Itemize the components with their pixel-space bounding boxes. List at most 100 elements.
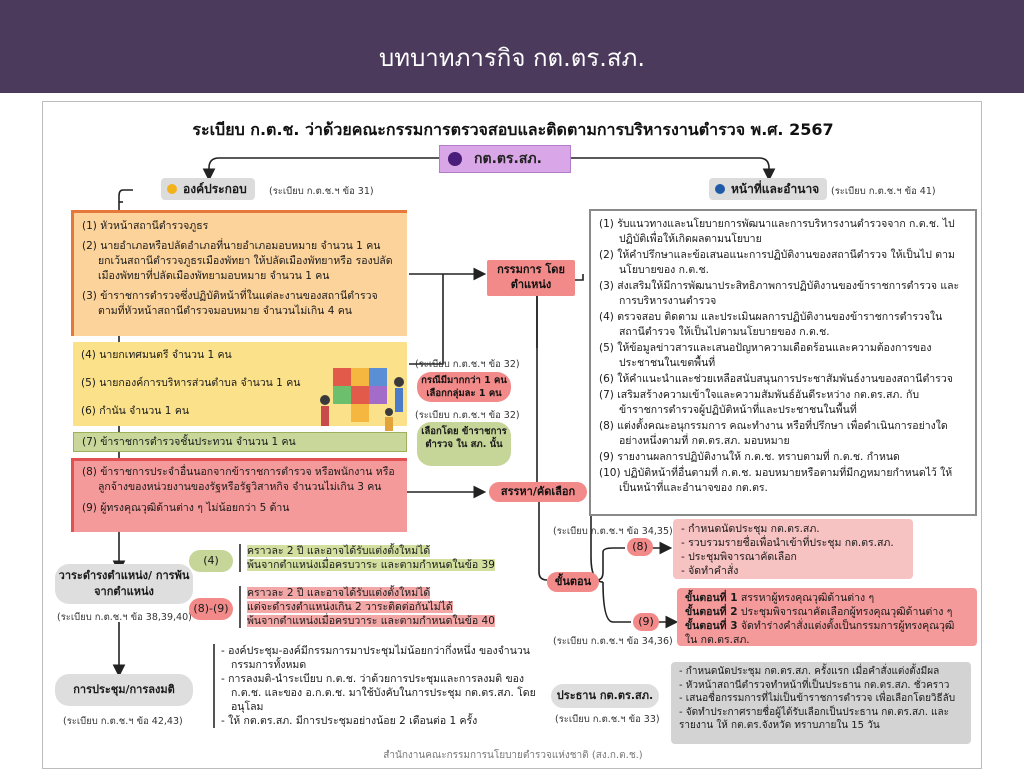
composition-note: (ระเบียบ ก.ต.ช.ฯ ข้อ 31): [269, 186, 374, 197]
composition-item: (6) กำนัน จำนวน 1 คน: [81, 405, 190, 417]
composition-group-3: (7) ข้าราชการตำรวจชั้นประทวน จำนวน 1 คน: [73, 432, 407, 452]
step-9-step: ขั้นตอนที่ 3: [685, 620, 738, 632]
duty-item: (6) ให้คำแนะนำและช่วยเหลือสนับสนุนการประ…: [599, 373, 953, 385]
steps-label: ขั้นตอน: [554, 575, 592, 588]
duty-item: (5) ให้ข้อมูลข่าวสารและเสนอปัญหาความเดือ…: [599, 342, 932, 369]
meeting-note: (ระเบียบ ก.ต.ช.ฯ ข้อ 42,43): [63, 716, 183, 727]
composition-tag: องค์ประกอบ: [161, 178, 255, 200]
steps-note-8: (ระเบียบ ก.ต.ช.ฯ ข้อ 34,35): [553, 526, 673, 537]
step-8-item: - รวบรวมรายชื่อเพื่อนำเข้าที่ประชุม กต.ต…: [681, 537, 894, 549]
multiple-case-pill: กรณีมีมากกว่า 1 คน เลือกกลุ่มละ 1 คน: [417, 372, 511, 402]
elect-by-police-pill: เลือกโดย ข้าราชการตำรวจ ใน สภ. นั้น: [417, 422, 511, 466]
term-text-89: คราวละ 2 ปี และอาจได้รับแต่งตั้งใหม่ได้ …: [239, 586, 519, 628]
step-9-row: ขั้นตอนที่ 2 ประชุมพิจารณาคัดเลือกผู้ทรง…: [685, 605, 969, 619]
composition-item: (5) นายกองค์การบริหารส่วนตำบล จำนวน 1 คน: [81, 377, 301, 389]
composition-group-4: (8) ข้าราชการประจำอื่นนอกจากข้าราชการตำร…: [71, 458, 407, 532]
header-banner: บทบาทภารกิจ กต.ตร.สภ.: [0, 0, 1024, 93]
step-9-text: ประชุมพิจารณาคัดเลือกผู้ทรงคุณวุฒิด้านต่…: [737, 606, 953, 618]
center-badge: กต.ตร.สภ.: [439, 145, 571, 173]
composition-tag-label: องค์ประกอบ: [183, 182, 247, 196]
term-box: วาระดำรงตำแหน่ง/ การพ้นจากตำแหน่ง: [55, 564, 193, 604]
position-note-1: (ระเบียบ ก.ต.ช.ฯ ข้อ 32): [415, 359, 520, 370]
chair-item: - จัดทำประกาศรายชื่อผู้ได้รับเลือกเป็นปร…: [679, 706, 949, 732]
diagram-sheet: ระเบียบ ก.ต.ช. ว่าด้วยคณะกรรมการตรวจสอบแ…: [42, 101, 982, 769]
term-pill-4: (4): [189, 550, 233, 572]
duties-tag-label: หน้าที่และอำนาจ: [731, 182, 820, 196]
page-title: บทบาทภารกิจ กต.ตร.สภ.: [379, 44, 645, 72]
duties-tag: หน้าที่และอำนาจ: [709, 178, 828, 200]
duty-item: (7) เสริมสร้างความเข้าใจและความสัมพันธ์อ…: [599, 389, 920, 416]
duties-box: (1) รับแนวทางและนโยบายการพัฒนาและการบริห…: [589, 209, 977, 516]
chair-item: - หัวหน้าสถานีตำรวจทำหน้าที่เป็นประธาน ก…: [679, 679, 950, 691]
meeting-details: - องค์ประชุม-องค์มีกรรมการมาประชุมไม่น้อ…: [213, 644, 549, 728]
term-text-4: คราวละ 2 ปี และอาจได้รับแต่งตั้งใหม่ได้ …: [239, 544, 519, 572]
composition-item: (3) ข้าราชการตำรวจซึ่งปฏิบัติหน้าที่ในแต…: [82, 290, 378, 317]
chair-label: ประธาน กต.ตร.สภ.: [556, 689, 654, 702]
duty-item: (8) แต่งตั้งคณะอนุกรรมการ คณะทำงาน หรือท…: [599, 420, 948, 447]
composition-item: (1) หัวหน้าสถานีตำรวจภูธร: [82, 220, 209, 232]
meeting-item: - การลงมติ-นำระเบียบ ก.ต.ช. ว่าด้วยการปร…: [221, 673, 536, 713]
center-badge-label: กต.ตร.สภ.: [474, 151, 542, 167]
chair-note: (ระเบียบ ก.ต.ช.ฯ ข้อ 33): [555, 714, 660, 725]
position-committee-box: กรรมการ โดยตำแหน่ง: [487, 260, 575, 296]
document-title: ระเบียบ ก.ต.ช. ว่าด้วยคณะกรรมการตรวจสอบแ…: [192, 120, 834, 139]
term-text-89-line: แต่จะดำรงตำแหน่งเกิน 2 วาระติดต่อกันไม่ไ…: [247, 601, 453, 613]
step-9-box: ขั้นตอนที่ 1 สรรหาผู้ทรงคุณวุฒิด้านต่าง …: [677, 588, 977, 646]
term-pill-89: (8)-(9): [189, 598, 233, 620]
term-text-89-line: คราวละ 2 ปี และอาจได้รับแต่งตั้งใหม่ได้: [247, 587, 431, 599]
step-9-row: ขั้นตอนที่ 3 จัดทำร่างคำสั่งแต่งตั้งเป็น…: [685, 619, 969, 647]
bullet-dot-icon: [167, 184, 177, 194]
composition-item: (2) นายอำเภอหรือปลัดอำเภอที่นายอำเภอมอบห…: [82, 240, 393, 282]
step-pill-9: (9): [633, 613, 659, 631]
meeting-item: - ให้ กต.ตร.สภ. มีการประชุมอย่างน้อย 2 เ…: [221, 715, 478, 727]
footer-credit: สำนักงานคณะกรรมการนโยบายตำรวจแห่งชาติ (ส…: [383, 750, 643, 761]
selection-box: สรรหา/คัดเลือก: [489, 482, 587, 502]
selection-label: สรรหา/คัดเลือก: [500, 485, 576, 498]
chair-item: - กำหนดนัดประชุม กต.ตร.สภ. ครั้งแรก เมื่…: [679, 666, 940, 677]
step-9-text: จัดทำร่างคำสั่งแต่งตั้งเป็นกรรมการผู้ทรง…: [685, 620, 955, 646]
step-pill-8-label: (8): [632, 540, 648, 553]
step-pill-9-label: (9): [638, 615, 654, 628]
puzzle-people-illustration: [320, 368, 404, 431]
duty-item: (9) รายงานผลการปฏิบัติงานให้ ก.ต.ช. ทราบ…: [599, 451, 900, 463]
step-8-item: - ประชุมพิจารณาคัดเลือก: [681, 551, 797, 563]
duty-item: (1) รับแนวทางและนโยบายการพัฒนาและการบริห…: [599, 218, 955, 245]
term-text-89-line: พ้นจากตำแหน่งเมื่อครบวาระ และตามกำหนดในข…: [247, 615, 495, 627]
step-8-item: - จัดทำคำสั่ง: [681, 565, 739, 577]
step-pill-8: (8): [627, 538, 653, 556]
duties-note: (ระเบียบ ก.ต.ช.ฯ ข้อ 41): [831, 186, 936, 197]
position-committee-label: กรรมการ โดยตำแหน่ง: [497, 263, 565, 291]
step-9-text: สรรหาผู้ทรงคุณวุฒิด้านต่าง ๆ: [737, 592, 875, 604]
composition-item: (9) ผู้ทรงคุณวุฒิด้านต่าง ๆ ไม่น้อยกว่า …: [82, 502, 290, 514]
term-note: (ระเบียบ ก.ต.ช.ฯ ข้อ 38,39,40): [57, 612, 192, 623]
term-label: วาระดำรงตำแหน่ง/ การพ้นจากตำแหน่ง: [58, 569, 190, 598]
step-9-row: ขั้นตอนที่ 1 สรรหาผู้ทรงคุณวุฒิด้านต่าง …: [685, 591, 969, 605]
composition-item: (7) ข้าราชการตำรวจชั้นประทวน จำนวน 1 คน: [82, 436, 296, 448]
position-note-2: (ระเบียบ ก.ต.ช.ฯ ข้อ 32): [415, 410, 520, 421]
step-9-step: ขั้นตอนที่ 1: [685, 592, 738, 604]
multiple-case-text: กรณีมีมากกว่า 1 คน เลือกกลุ่มละ 1 คน: [421, 375, 507, 399]
bullet-dot-icon: [715, 184, 725, 194]
duty-item: (4) ตรวจสอบ ติดตาม และประเมินผลการปฏิบัต…: [599, 311, 943, 338]
bullet-dot-icon: [448, 152, 462, 166]
composition-item: (8) ข้าราชการประจำอื่นนอกจากข้าราชการตำร…: [82, 466, 395, 493]
steps-note-9: (ระเบียบ ก.ต.ช.ฯ ข้อ 34,36): [553, 636, 673, 647]
meeting-label: การประชุม/การลงมติ: [73, 683, 175, 696]
meeting-box: การประชุม/การลงมติ: [55, 674, 193, 706]
term-text-4-line: พ้นจากตำแหน่งเมื่อครบวาระ และตามกำหนดในข…: [247, 559, 495, 571]
chair-box: ประธาน กต.ตร.สภ.: [551, 684, 659, 708]
duty-item: (10) ปฏิบัติหน้าที่อื่นตามที่ ก.ต.ช. มอบ…: [599, 467, 953, 494]
step-8-box: - กำหนดนัดประชุม กต.ตร.สภ. - รวบรวมรายชื…: [673, 519, 913, 579]
chair-details: - กำหนดนัดประชุม กต.ตร.สภ. ครั้งแรก เมื่…: [671, 662, 971, 744]
elect-by-police-text: เลือกโดย ข้าราชการตำรวจ ใน สภ. นั้น: [421, 426, 507, 450]
composition-group-1: (1) หัวหน้าสถานีตำรวจภูธร (2) นายอำเภอหร…: [71, 210, 407, 336]
term-pill-89-label: (8)-(9): [193, 602, 229, 615]
term-pill-4-label: (4): [203, 554, 219, 567]
duty-item: (3) ส่งเสริมให้มีการพัฒนาประสิทธิภาพการป…: [599, 280, 960, 307]
duty-item: (2) ให้คำปรึกษาและข้อเสนอแนะการปฏิบัติงา…: [599, 249, 955, 276]
term-text-4-line: คราวละ 2 ปี และอาจได้รับแต่งตั้งใหม่ได้: [247, 545, 431, 557]
steps-box: ขั้นตอน: [547, 572, 599, 592]
composition-item: (4) นายกเทศมนตรี จำนวน 1 คน: [81, 349, 232, 361]
step-9-step: ขั้นตอนที่ 2: [685, 606, 738, 618]
chair-item: - เสนอชื่อกรรมการที่ไม่เป็นข้าราชการตำรว…: [679, 693, 956, 704]
